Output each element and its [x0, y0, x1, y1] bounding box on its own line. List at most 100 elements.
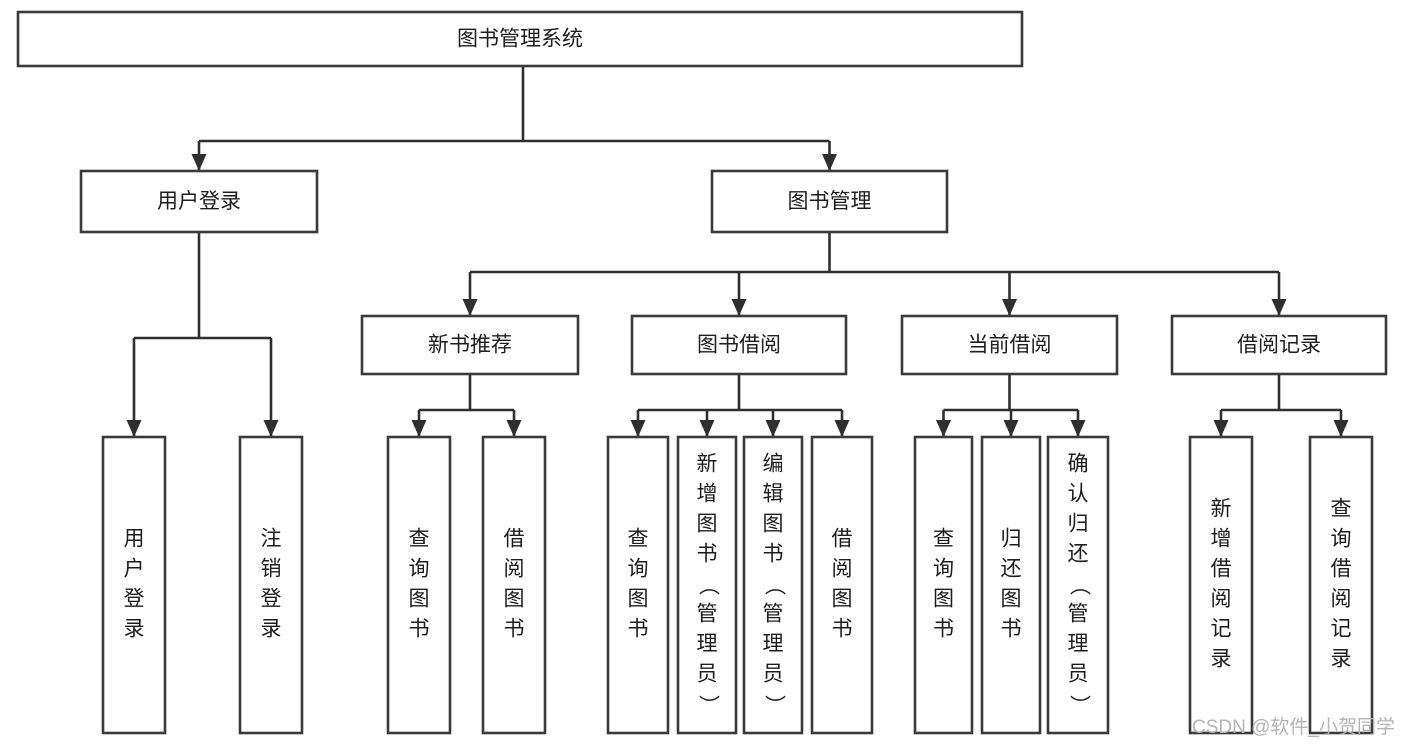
leaf-node-10-char: 归: [1068, 513, 1089, 536]
leaf-node-11-box[interactable]: [1188, 435, 1254, 735]
arrow-mgr-to-level2-2: [1002, 299, 1017, 316]
level2-node-2[interactable]: 当前借阅: [900, 314, 1119, 376]
leaf-node-9-char: 还: [1001, 558, 1022, 581]
leaf-node-0-char: 户: [124, 558, 145, 581]
leaf-node-0-char: 用: [124, 528, 145, 551]
leaf-node-10-char: 还: [1068, 543, 1089, 566]
arrow-root-to-level1-1: [822, 154, 837, 171]
leaf-node-8-char: 书: [933, 618, 954, 641]
leaf-node-8-char: 询: [933, 558, 954, 581]
arrow-level2-1-0: [630, 420, 646, 437]
leaf-node-12-box[interactable]: [1308, 435, 1374, 735]
leaf-node-9-char: 归: [1001, 528, 1022, 551]
leaf-node-11-char: 记: [1211, 618, 1232, 641]
leaf-node-1-char: 注: [261, 528, 282, 551]
leaf-node-10-char: （: [1067, 575, 1090, 596]
leaf-node-5-char: 管: [697, 603, 718, 626]
level2-node-0[interactable]: 新书推荐: [360, 314, 580, 376]
level2-node-3-box[interactable]: [1170, 314, 1388, 376]
leaf-node-12-char: 录: [1331, 648, 1352, 671]
root-node-box[interactable]: [16, 10, 1024, 68]
leaf-node-6-box[interactable]: [742, 435, 804, 735]
leaf-node-1-char: 录: [261, 618, 282, 641]
nodes-layer: 图书管理系统用户登录图书管理新书推荐图书借阅当前借阅借阅记录用户登录注销登录查询…: [16, 10, 1388, 735]
leaf-node-7-char: 借: [832, 528, 853, 551]
leaf-node-2-char: 书: [409, 618, 430, 641]
leaf-node-5-box[interactable]: [676, 435, 738, 735]
leaf-node-10-box[interactable]: [1046, 435, 1110, 735]
leaf-node-8-box[interactable]: [913, 435, 974, 735]
level1-node-1[interactable]: 图书管理: [710, 169, 949, 234]
leaf-node-0-box[interactable]: [101, 435, 167, 735]
leaf-node-5-char: 图: [697, 513, 718, 536]
leaf-node-3-char: 阅: [504, 558, 525, 581]
leaf-node-4-char: 询: [628, 558, 649, 581]
leaf-node-6-char: 管: [763, 603, 784, 626]
leaf-node-2-box[interactable]: [386, 435, 452, 735]
arrow-level2-3-0: [1213, 420, 1229, 437]
leaf-node-5-char: 增: [697, 483, 718, 506]
leaf-node-9-box[interactable]: [980, 435, 1042, 735]
level2-node-1-box[interactable]: [630, 314, 848, 376]
arrow-level2-2-1: [1003, 420, 1019, 437]
level2-node-3[interactable]: 借阅记录: [1170, 314, 1388, 376]
level2-node-1-label: 图书借阅: [697, 334, 781, 357]
leaf-node-11-char: 借: [1211, 558, 1232, 581]
watermark-layer: CSDN @软件_小贺同学: [1192, 716, 1395, 738]
leaf-node-12-char: 记: [1331, 618, 1352, 641]
arrow-mgr-to-level2-3: [1271, 299, 1287, 316]
leaf-node-3-box[interactable]: [481, 435, 547, 735]
leaf-node-3-char: 借: [504, 528, 525, 551]
leaf-node-2-char: 图: [409, 588, 430, 611]
arrow-level2-3-1: [1333, 420, 1349, 437]
level1-node-1-box[interactable]: [710, 169, 949, 234]
leaf-node-7-box[interactable]: [810, 435, 874, 735]
leaf-node-5-char: ）: [696, 695, 719, 716]
leaf-node-0[interactable]: 用户登录: [101, 435, 167, 735]
level2-node-1[interactable]: 图书借阅: [630, 314, 848, 376]
arrow-level2-2-2: [1070, 420, 1086, 437]
level2-node-2-box[interactable]: [900, 314, 1119, 376]
leaf-node-7-char: 书: [832, 618, 853, 641]
leaf-node-5-char: 新: [697, 453, 718, 476]
leaf-node-5-char: （: [696, 575, 719, 596]
leaf-node-4-char: 查: [628, 528, 649, 551]
arrow-level2-2-0: [936, 420, 951, 437]
level2-node-3-label: 借阅记录: [1237, 334, 1321, 357]
arrow-level2-1-1: [699, 420, 715, 437]
level2-node-0-box[interactable]: [360, 314, 580, 376]
leaf-node-10-char: 员: [1068, 663, 1089, 686]
leaf-node-4-char: 书: [628, 618, 649, 641]
leaf-node-1-box[interactable]: [238, 435, 304, 735]
leaf-node-4-box[interactable]: [606, 435, 670, 735]
leaf-node-2-char: 查: [409, 528, 430, 551]
leaf-node-8-char: 查: [933, 528, 954, 551]
root-node[interactable]: 图书管理系统: [16, 10, 1024, 68]
leaf-node-5-char: 书: [697, 543, 718, 566]
leaf-node-12-char: 借: [1331, 558, 1352, 581]
level2-node-0-label: 新书推荐: [428, 334, 512, 357]
leaf-node-6-char: 书: [763, 543, 784, 566]
root-node-label: 图书管理系统: [457, 28, 583, 51]
level1-node-0[interactable]: 用户登录: [79, 169, 319, 234]
leaf-node-11-char: 新: [1211, 498, 1232, 521]
leaf-node-12-char: 查: [1331, 498, 1352, 521]
leaf-node-6-char: 图: [763, 513, 784, 536]
arrow-mgr-to-level2-1: [731, 299, 747, 316]
level1-node-0-box[interactable]: [79, 169, 319, 234]
